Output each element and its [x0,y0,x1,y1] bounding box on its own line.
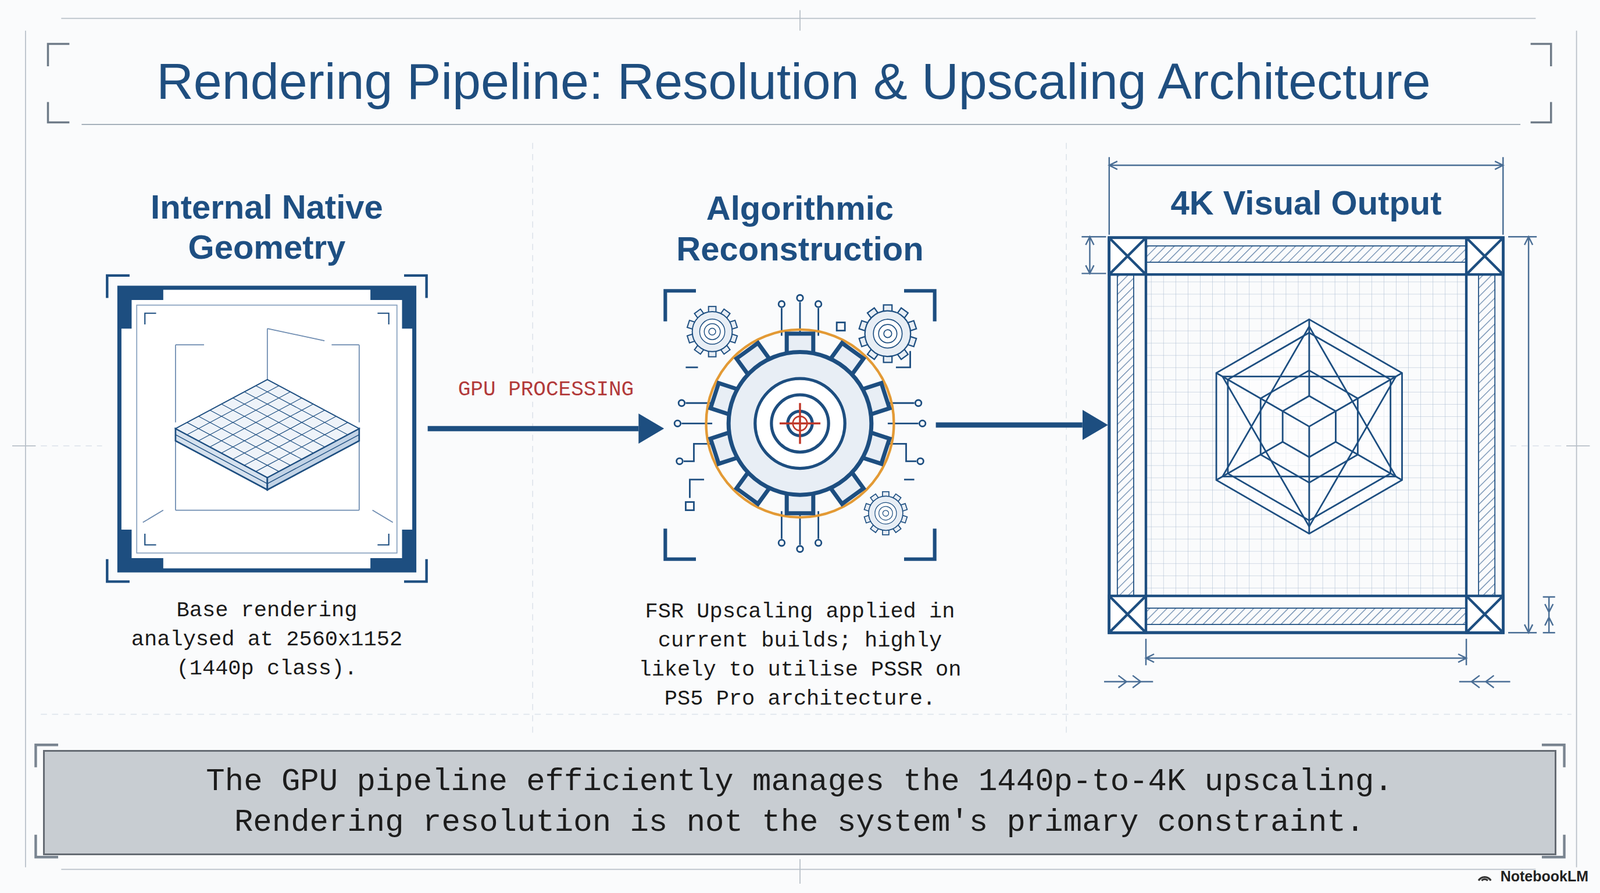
corner-box [1109,237,1503,633]
panel-heading: 4K Visual Output [1170,182,1442,224]
orange-ring [706,329,895,518]
dimension-lines [1081,156,1555,688]
output-panel-art [1081,156,1555,688]
small-gear [859,304,917,363]
guide-lines [40,143,1572,735]
corner-box [1109,595,1146,633]
stage-panel: 4K Visual Output [1108,182,1505,634]
banner-brackets [35,744,1564,857]
geometry-panel-art [143,328,394,523]
circuit-traces [915,400,922,407]
output-panel-art [1145,274,1467,596]
panel-frame [665,290,935,560]
corner-box [1466,595,1503,633]
sheet-border [12,10,1590,884]
circuit-traces [836,322,845,331]
geometry-panel-art [125,293,409,564]
geometry-panel-art [106,275,427,582]
geometry-panel-art [136,305,398,553]
circuit-traces [778,301,785,308]
geometry-panel-art [106,275,427,582]
hex-wireframe [1216,319,1402,534]
geometry-panel-art [119,287,414,571]
watermark-icon [1478,877,1491,881]
corner-box [1109,237,1146,275]
reconstruction-panel-art [665,290,935,560]
stage-panel: Internal Native GeometryBase rendering a… [105,186,428,685]
circuit-traces [681,302,919,546]
circuit-traces [917,458,924,465]
output-panel-art [1145,608,1467,625]
circuit-traces [685,502,694,511]
dimension-lines [1081,236,1106,274]
main-gear [710,333,890,514]
dimension-lines [1543,597,1556,633]
output-panel-art [1117,274,1134,596]
panel-note: FSR Upscaling applied in current builds;… [635,597,965,714]
dimension-lines [1109,156,1503,235]
circuit-traces [797,294,804,302]
sheet-border [12,10,1590,884]
circuit-traces [815,301,822,308]
banner-brackets [35,744,1564,857]
circuit-traces [778,539,785,546]
guide-lines [40,143,1572,735]
flow-arrow [427,426,639,432]
circuit-traces [674,294,926,552]
circuit-traces [674,420,681,427]
output-panel-art [1478,274,1495,596]
edge-label: GPU PROCESSING [454,377,638,402]
panel-heading: Internal Native Geometry [109,186,424,268]
hex-wireframe [1216,319,1402,534]
small-gear [687,306,738,357]
center-crosshair [779,402,821,444]
corner-box [1466,237,1503,275]
panel-heading: Algorithmic Reconstruction [643,187,957,269]
corner-box [1466,595,1503,633]
diagram-title: Rendering Pipeline: Resolution & Upscali… [0,51,1588,112]
circuit-traces [919,420,926,427]
hex-wireframe [1216,319,1402,534]
reconstruction-panel-art [665,290,935,560]
corner-box [1109,595,1146,633]
output-panel-art [1145,245,1467,263]
circuit-traces [797,545,804,553]
summary-banner: The GPU pipeline efficiently manages the… [43,750,1557,855]
small-gear [863,491,907,535]
panel-frame [106,275,427,582]
title-brackets [81,123,1521,125]
circuit-traces [678,400,685,407]
panel-note: Base rendering analysed at 2560x1152 (14… [127,596,406,684]
flow-arrow [936,422,1083,428]
slab-grid [175,379,360,478]
dimension-lines [1145,638,1467,666]
slab-grid [175,379,360,478]
summary-text: The GPU pipeline efficiently manages the… [196,761,1403,844]
slab-grid [175,379,360,478]
circuit-traces [815,539,822,546]
watermark: NotebookLM [1500,868,1589,885]
corner-box [1109,237,1146,275]
dimension-lines [1104,675,1511,688]
corner-box [1466,237,1503,275]
dimension-lines [1508,236,1537,633]
center-crosshair [793,416,808,431]
circuit-traces [676,458,684,465]
stage-panel: Algorithmic ReconstructionFSR Upscaling … [633,187,966,714]
panel-frame [1109,236,1503,633]
output-panel-art [1109,237,1503,633]
art-layer [12,10,1590,884]
